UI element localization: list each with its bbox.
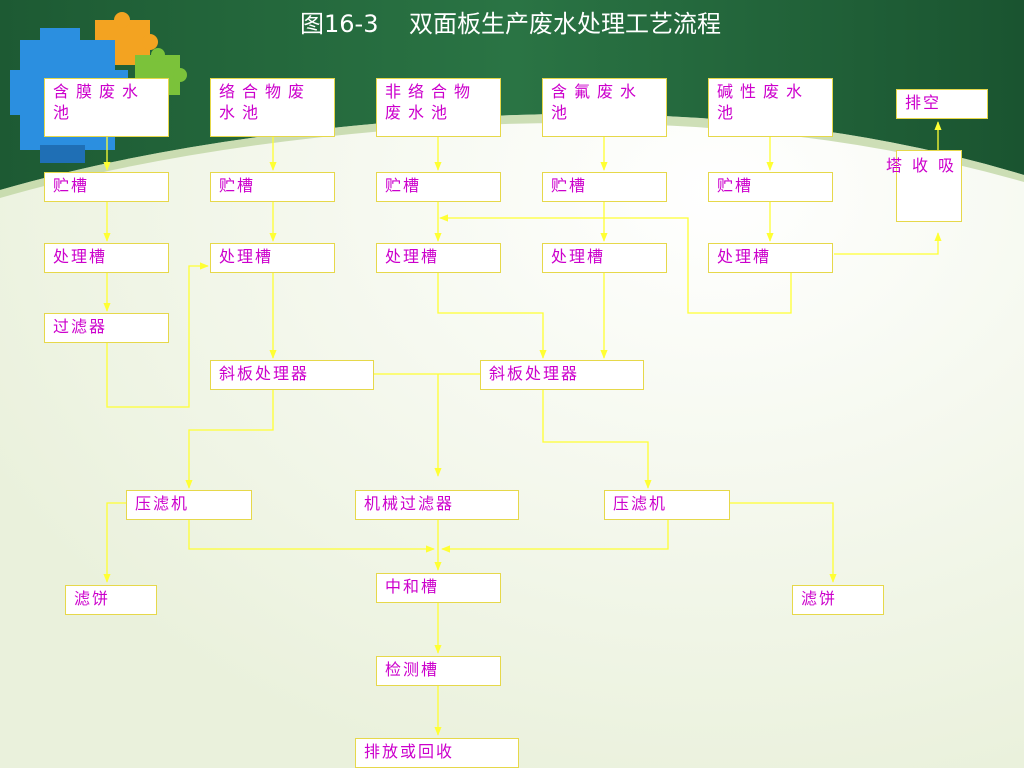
storage-tank-1: 贮槽 — [44, 172, 169, 202]
alkaline-wastewater-pool: 碱性废水池 — [708, 78, 833, 137]
line-press1-bus — [188, 520, 435, 553]
treatment-tank-3: 处理槽 — [376, 243, 501, 273]
line-treat3-inclined2 — [437, 273, 547, 359]
exhaust-box: 排空 — [896, 89, 988, 119]
treatment-tank-4: 处理槽 — [542, 243, 667, 273]
line-inclined1-press1 — [185, 390, 274, 489]
line-treat5-absorber — [834, 232, 942, 255]
filter-press-1: 压滤机 — [126, 490, 252, 520]
complex-wastewater-pool: 络合物废水池 — [210, 78, 335, 137]
treatment-tank-1: 处理槽 — [44, 243, 169, 273]
neutralization-tank: 中和槽 — [376, 573, 501, 603]
storage-tank-2: 贮槽 — [210, 172, 335, 202]
line-press1-cake1 — [103, 502, 126, 583]
storage-tank-5: 贮槽 — [708, 172, 833, 202]
line-inclined2-press2 — [542, 390, 652, 489]
line-filter1-treat2 — [106, 262, 209, 408]
line-press2-bus — [441, 520, 669, 553]
storage-tank-4: 贮槽 — [542, 172, 667, 202]
inclined-plate-processor-1: 斜板处理器 — [210, 360, 374, 390]
diagram-title: 图16-3 双面板生产废水处理工艺流程 — [300, 10, 721, 38]
treatment-tank-5: 处理槽 — [708, 243, 833, 273]
membrane-wastewater-pool: 含膜废水池 — [44, 78, 169, 137]
mechanical-filter: 机械过滤器 — [355, 490, 519, 520]
treatment-tank-2: 处理槽 — [210, 243, 335, 273]
filter-cake-2: 滤饼 — [792, 585, 884, 615]
filter-press-2: 压滤机 — [604, 490, 730, 520]
line-inclined1-mechfilter — [374, 373, 480, 476]
detection-tank: 检测槽 — [376, 656, 501, 686]
filter-box: 过滤器 — [44, 313, 169, 343]
discharge-or-recycle: 排放或回收 — [355, 738, 519, 768]
line-press2-cake2 — [730, 502, 837, 583]
fluoride-wastewater-pool: 含氟废水池 — [542, 78, 667, 137]
storage-tank-3: 贮槽 — [376, 172, 501, 202]
non-complex-wastewater-pool: 非络合物废水池 — [376, 78, 501, 137]
line-treat5-return — [439, 214, 792, 314]
absorption-tower-box: 吸收塔 — [883, 150, 962, 222]
filter-cake-1: 滤饼 — [65, 585, 157, 615]
inclined-plate-processor-2: 斜板处理器 — [480, 360, 644, 390]
